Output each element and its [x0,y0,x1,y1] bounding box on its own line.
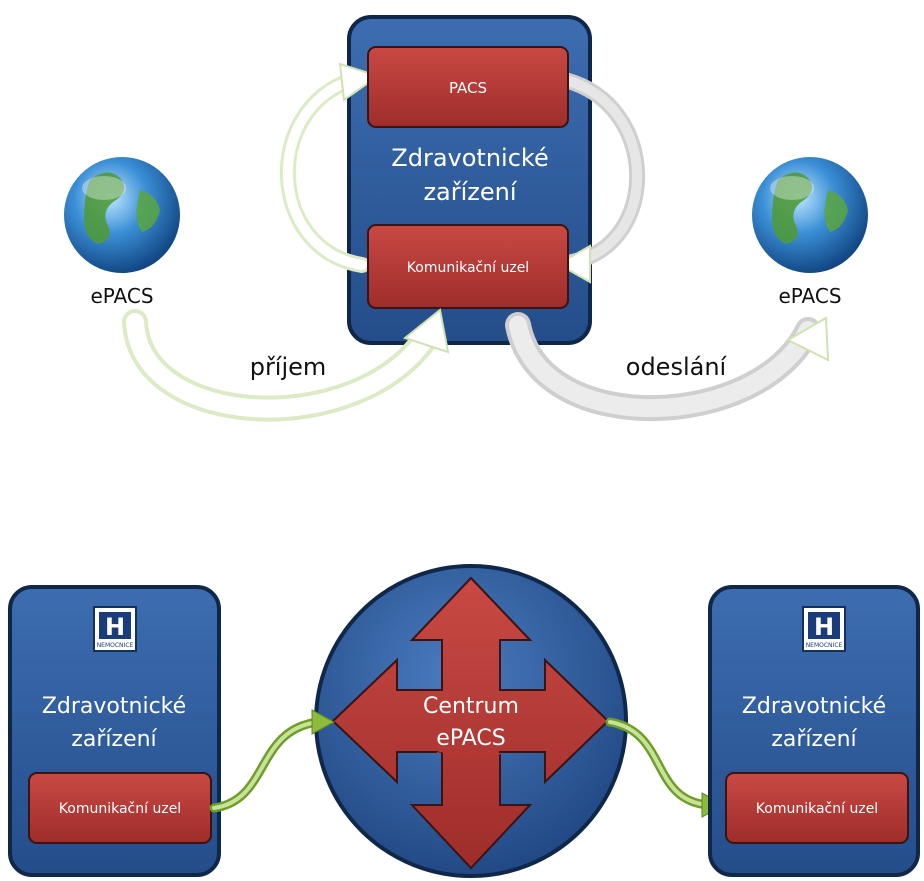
right-facility-line2: zařízení [771,727,857,752]
right-globe-label: ePACS [778,284,841,308]
send-arrow [505,312,830,422]
right-facility-line1: Zdravotnické [742,694,886,719]
pacs-label: PACS [449,79,487,97]
right-node-box [725,772,909,844]
top-node-box [367,224,569,309]
pacs-box [367,46,569,128]
left-globe-label: ePACS [90,284,153,308]
spellcheck-underline [436,750,502,756]
left-facility-line1: Zdravotnické [42,694,186,719]
receive-label: příjem [250,353,327,381]
center-line1: Centrum [423,694,519,719]
globe-icon-left [64,157,180,273]
top-facility-line1: Zdravotnické [391,144,548,172]
four-way-arrow-icon [331,576,610,870]
right-logo-letter: H [814,613,834,641]
globe-icon-right [752,157,868,273]
internal-flow-arrows [279,62,646,284]
left-node-label: Komunikační uzel [59,801,181,817]
send-to-center-arrow [209,709,336,813]
left-logo-letter: H [105,613,125,641]
right-logo-caption: NEMOCNICE [806,642,843,649]
hospital-logo-icon-right [802,606,846,652]
top-facility-line2: zařízení [423,178,517,206]
hospital-logo-icon-left [93,606,137,652]
left-logo-caption: NEMOCNICE [97,642,134,649]
right-node-label: Komunikační uzel [756,801,878,817]
center-line2: ePACS [436,726,505,751]
top-node-label: Komunikační uzel [407,260,529,276]
receive-arrow [122,308,450,422]
left-facility-line2: zařízení [71,727,157,752]
send-label: odeslání [626,353,728,381]
